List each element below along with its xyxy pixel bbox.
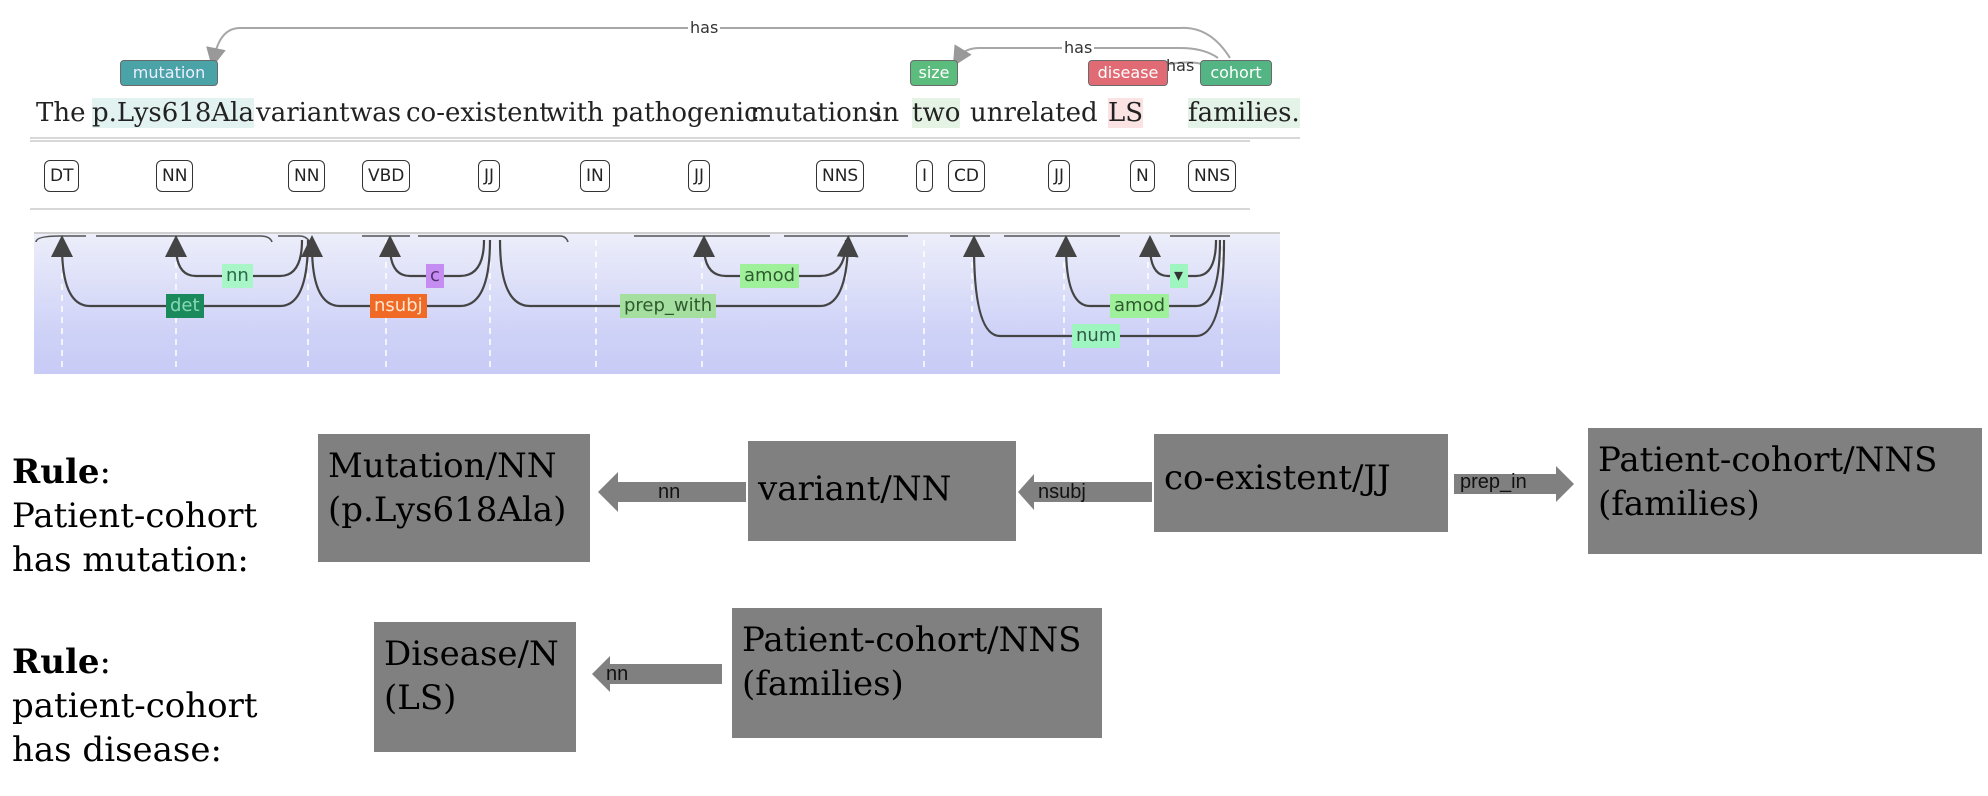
has-arc-cohort-mutation (206, 26, 1231, 68)
word-families[interactable]: families. (1188, 98, 1300, 128)
word-unrelated: unrelated (970, 98, 1098, 128)
pos-tag[interactable]: JJ (1048, 160, 1071, 192)
pos-tag[interactable]: I (916, 160, 934, 192)
rule-1-edge-label-nsubj: nsubj (1038, 481, 1086, 503)
dep-label-num[interactable]: num (1072, 324, 1121, 348)
pos-tag[interactable]: JJ (478, 160, 501, 192)
dep-label-prep-with[interactable]: prep_with (620, 294, 717, 318)
pos-tag[interactable]: DT (44, 160, 80, 192)
has-label-small: has (1166, 56, 1195, 75)
word-was: was (350, 98, 402, 128)
has-label-top: has (688, 18, 721, 37)
pos-tag-band (30, 140, 1250, 210)
pos-tag[interactable]: NNS (1188, 160, 1237, 192)
word-mutations: mutations (750, 98, 882, 128)
entity-tag-size[interactable]: size (910, 60, 958, 86)
dep-label-nn[interactable]: nn (222, 264, 253, 288)
has-label-mid: has (1062, 38, 1095, 57)
rule-1-edge-label-nn: nn (658, 481, 681, 503)
rule-1-node-patient-cohort: Patient-cohort/NNS(families) (1588, 428, 1982, 554)
pos-tag[interactable]: IN (580, 160, 610, 192)
rule-1-label: Rule: Patient-cohort has mutation: (12, 452, 258, 580)
word-pathogenic: pathogenic (612, 98, 759, 128)
pos-tag[interactable]: JJ (688, 160, 711, 192)
dep-label-collapsed[interactable]: ▾ (1170, 264, 1188, 288)
rule-1-arrow-prep-in (1454, 466, 1574, 502)
entity-tag-mutation[interactable]: mutation (120, 60, 218, 86)
dep-label-amod[interactable]: amod (740, 264, 800, 288)
pos-tag[interactable]: VBD (362, 160, 411, 192)
pos-tag[interactable]: NN (288, 160, 326, 192)
rule-2-label: Rule: patient-cohort has disease: (12, 642, 258, 770)
rule-2-edge-label-nn: nn (606, 663, 629, 685)
rule-1-arrow-nsubj (1018, 474, 1152, 510)
rule-2-node-disease: Disease/N(LS) (374, 622, 576, 752)
dep-label-c[interactable]: c (426, 264, 444, 288)
word-in: in (874, 98, 900, 128)
dep-label-amod[interactable]: amod (1110, 294, 1170, 318)
pos-tag[interactable]: CD (948, 160, 985, 192)
dep-arc-prep-with (498, 235, 859, 308)
rule-1-node-mutation: Mutation/NN(p.Lys618Ala) (318, 434, 590, 562)
pos-tag[interactable]: NNS (816, 160, 865, 192)
word-co-existent: co-existent (406, 98, 550, 128)
entity-tag-disease[interactable]: disease (1088, 60, 1168, 86)
dep-arc-amod-2 (1055, 235, 1222, 308)
entity-tag-cohort[interactable]: cohort (1200, 60, 1272, 86)
rule-1-edge-label-prep-in: prep_in (1460, 471, 1527, 493)
dep-arc-det (51, 235, 310, 308)
pos-tag[interactable]: N (1130, 160, 1155, 192)
word-with: with (546, 98, 604, 128)
rule-2-node-patient-cohort: Patient-cohort/NNS(families) (732, 608, 1102, 738)
rule-2-arrow-nn (592, 656, 722, 692)
rule-1-arrow-nn (598, 472, 746, 512)
word-variant: variant (256, 98, 350, 128)
word-two[interactable]: two (912, 98, 961, 128)
dep-arc-nsubj (301, 235, 492, 308)
dep-label-nsubj[interactable]: nsubj (370, 294, 427, 318)
rule-1-node-variant: variant/NN (748, 441, 1016, 541)
pos-tag[interactable]: NN (156, 160, 194, 192)
word-the: The (36, 98, 86, 128)
rule-1-node-co-existent: co-existent/JJ (1154, 434, 1448, 532)
word-ls[interactable]: LS (1108, 98, 1144, 128)
word-mutation[interactable]: p.Lys618Ala (92, 98, 254, 128)
dep-label-det[interactable]: det (166, 294, 204, 318)
